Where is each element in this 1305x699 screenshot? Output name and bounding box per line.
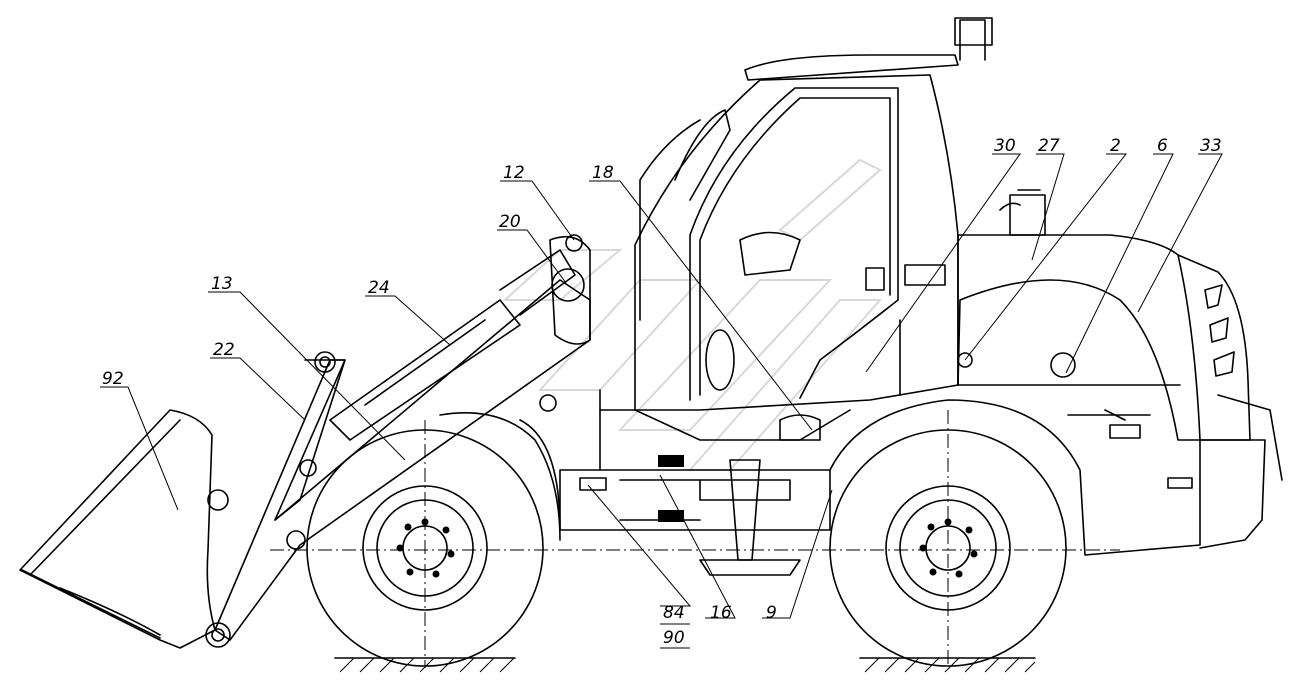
bucket: [19, 409, 216, 649]
callout-labels: 12 18 20 13 24 22 92 30 27 2 6 33 84 90 …: [102, 136, 1222, 648]
cab: [599, 17, 993, 441]
callout-22: 22: [213, 340, 235, 360]
callout-6: 6: [1157, 136, 1168, 156]
front-wheel: [306, 429, 544, 667]
callout-84: 84: [663, 603, 685, 623]
callout-13: 13: [211, 274, 233, 294]
frame: [439, 389, 831, 576]
callout-30: 30: [994, 136, 1016, 156]
callout-27: 27: [1038, 136, 1060, 156]
loader-arm: [205, 234, 591, 648]
callout-16: 16: [710, 603, 732, 623]
callout-20: 20: [499, 212, 521, 232]
callout-18: 18: [592, 163, 614, 183]
rear-wheel: [829, 429, 1067, 667]
leader-lines: [100, 153, 1223, 619]
callout-9: 9: [766, 603, 777, 623]
callout-2: 2: [1110, 136, 1121, 156]
callout-90: 90: [663, 628, 685, 648]
watermark: [502, 158, 883, 471]
callout-12: 12: [503, 163, 525, 183]
callout-33: 33: [1200, 136, 1222, 156]
callout-92: 92: [102, 369, 124, 389]
callout-24: 24: [368, 278, 390, 298]
